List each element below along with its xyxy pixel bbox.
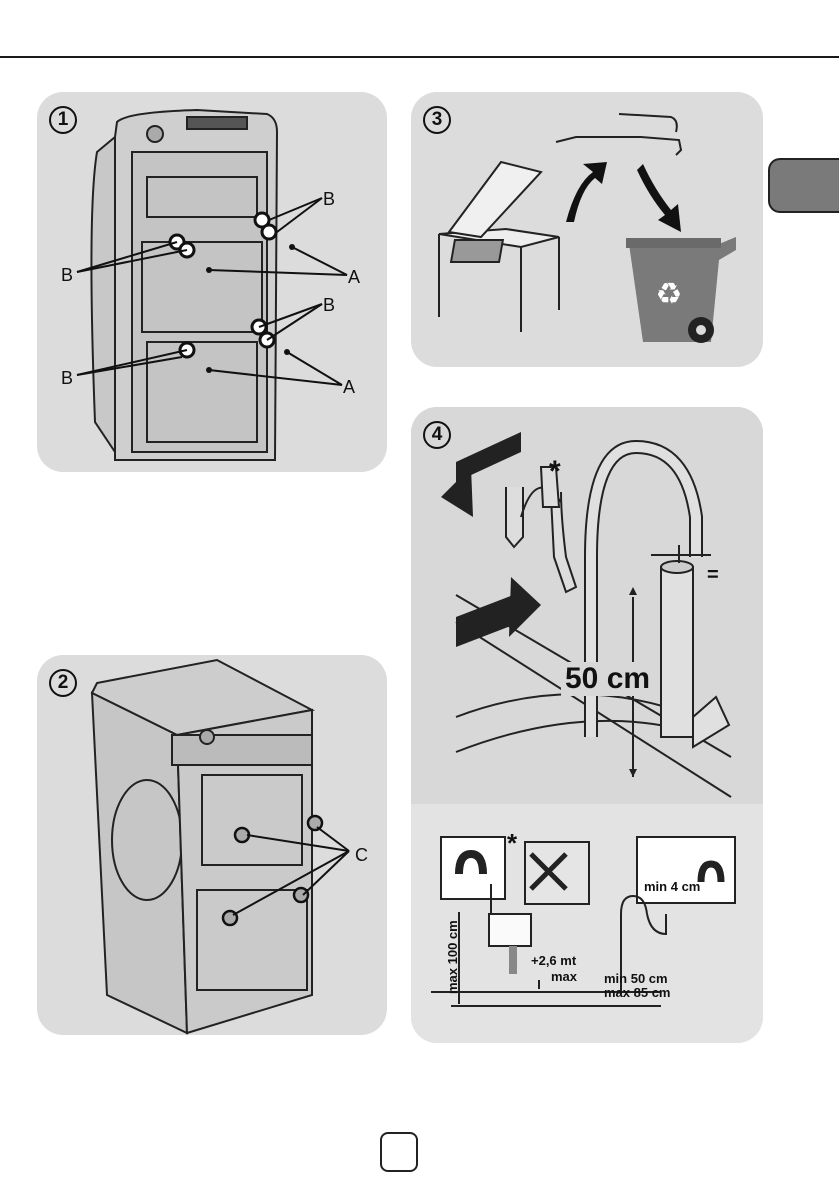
plus-2-6mt-label: +2,6 mt [531, 954, 576, 968]
max-label: max [551, 970, 577, 984]
svg-text:♻: ♻ [656, 277, 683, 312]
min-50cm-label: min 50 cm [604, 972, 668, 986]
label-a: A [348, 267, 360, 288]
panel-1-rear-bolts: 1 B B A B B A [37, 92, 387, 472]
max-85cm-label: max 85 cm [604, 986, 671, 1000]
label-b: B [61, 368, 73, 389]
max-100cm-label: max 100 cm [446, 920, 460, 994]
page-number-box [380, 1132, 418, 1172]
drain-hose-hook-diagram: * = 50 cm 4 [411, 407, 763, 804]
step-number-4: 4 [423, 421, 451, 449]
label-a: A [343, 377, 355, 398]
asterisk-mark: * [507, 828, 517, 859]
section-tab [768, 158, 839, 213]
label-b: B [323, 189, 335, 210]
label-b: B [323, 295, 335, 316]
remove-bracket-illustration: ♻ [411, 92, 763, 367]
top-rule [0, 56, 839, 58]
asterisk-mark: * [549, 455, 561, 489]
drain-installation-diagram: * max 100 cm +2,6 mt max min 50 cm max 8… [411, 804, 763, 1043]
panel-3-remove-bracket: 3 ♻ [411, 92, 763, 367]
height-50cm-label: 50 cm [561, 662, 654, 696]
recycle-bin-icon: ♻ [626, 237, 736, 343]
min-4cm-label: min 4 cm [644, 880, 700, 894]
label-b: B [61, 265, 73, 286]
washer-rear-view-illustration [37, 92, 387, 472]
label-c: C [355, 845, 368, 866]
panel-2-plug-holes: 2 C [37, 655, 387, 1035]
equals-mark: = [707, 564, 719, 587]
panel-4-drain-hose: * = 50 cm 4 * max 100 [411, 407, 763, 1043]
washer-three-quarter-view-illustration [37, 655, 387, 1035]
